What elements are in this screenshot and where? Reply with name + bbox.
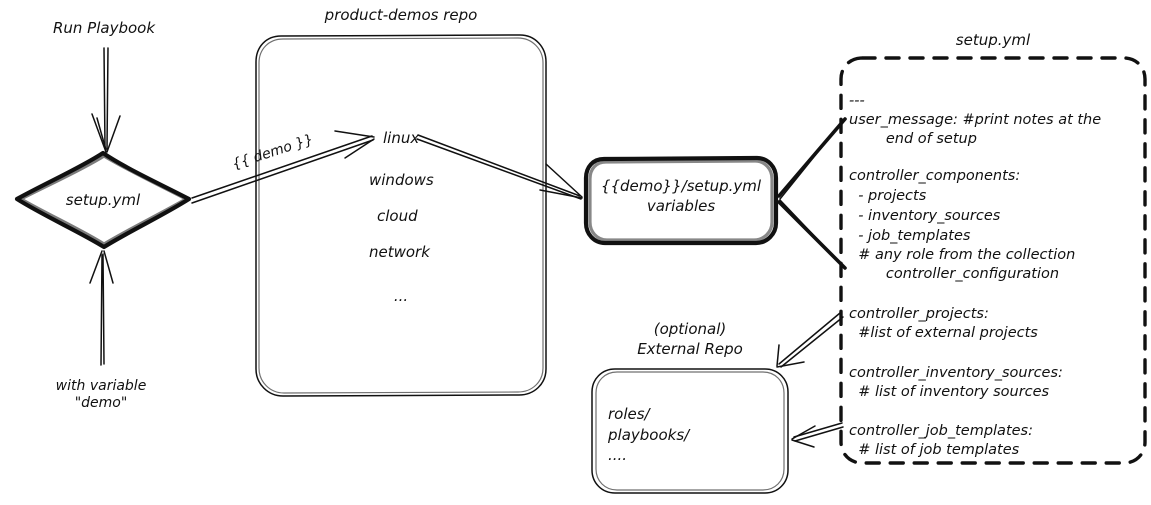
- with-variable-label-line2: "demo": [75, 395, 128, 411]
- repo-item-cloud[interactable]: cloud: [377, 207, 418, 225]
- controller-projects-to-external-repo-arrow: [776, 312, 844, 368]
- with-variable-arrow: [89, 250, 114, 366]
- product-demos-repo-box[interactable]: [255, 34, 547, 397]
- variables-box-label-line2: variables: [647, 197, 716, 215]
- setup-panel-line-7: - job_templates: [849, 228, 971, 244]
- setup-panel-to-variables-edges: [777, 117, 847, 270]
- setup-panel-line-14: controller_inventory_sources:: [849, 365, 1063, 381]
- repo-item-windows[interactable]: windows: [369, 171, 434, 189]
- external-repo-item-ellipsis: ....: [608, 446, 627, 464]
- controller-job-templates-to-external-repo-arrow: [791, 422, 844, 448]
- setup-panel-line-5: - projects: [849, 188, 927, 204]
- repo-item-linux[interactable]: linux: [383, 129, 419, 147]
- repo-item-network[interactable]: network: [369, 243, 431, 261]
- setup-panel-line-18: # list of job templates: [849, 442, 1020, 458]
- with-variable-label-line1: with variable: [56, 378, 147, 394]
- setup-panel-line-12: #list of external projects: [849, 325, 1038, 341]
- setup-yml-diamond-node[interactable]: [14, 150, 192, 250]
- setup-panel-line-11: controller_projects:: [849, 306, 989, 322]
- setup-panel-line-1: user_message: #print notes at the: [849, 112, 1101, 128]
- setup-panel-line-0: ---: [849, 93, 865, 109]
- external-repo-box[interactable]: [591, 368, 789, 494]
- demo-setup-variables-box[interactable]: [583, 155, 779, 246]
- repo-item-ellipsis: ...: [394, 287, 408, 305]
- run-playbook-label: Run Playbook: [53, 19, 156, 37]
- setup-panel-line-2: end of setup: [849, 131, 977, 147]
- setup-panel-line-4: controller_components:: [849, 168, 1020, 184]
- external-repo-title-line1: (optional): [654, 320, 727, 338]
- external-repo-item-playbooks: playbooks/: [607, 426, 691, 444]
- setup-panel-line-15: # list of inventory sources: [849, 384, 1050, 400]
- setup-panel-line-6: - inventory_sources: [849, 208, 1001, 224]
- setup-panel-title: setup.yml: [956, 31, 1031, 49]
- setup-panel-line-8: # any role from the collection: [849, 247, 1075, 263]
- linux-to-variables-edge: [416, 134, 583, 200]
- run-playbook-arrow: [91, 47, 121, 153]
- external-repo-title-line2: External Repo: [637, 340, 743, 358]
- setup-yml-dashed-panel[interactable]: [839, 56, 1147, 465]
- external-repo-item-roles: roles/: [608, 405, 652, 423]
- setup-yml-node-label: setup.yml: [66, 191, 141, 209]
- setup-panel-line-17: controller_job_templates:: [849, 423, 1033, 439]
- variables-box-label-line1: {{demo}}/setup.yml: [601, 177, 762, 195]
- setup-panel-line-9: controller_configuration: [849, 266, 1059, 282]
- demo-variable-edge: [191, 130, 375, 204]
- product-demos-repo-title: product-demos repo: [324, 6, 478, 24]
